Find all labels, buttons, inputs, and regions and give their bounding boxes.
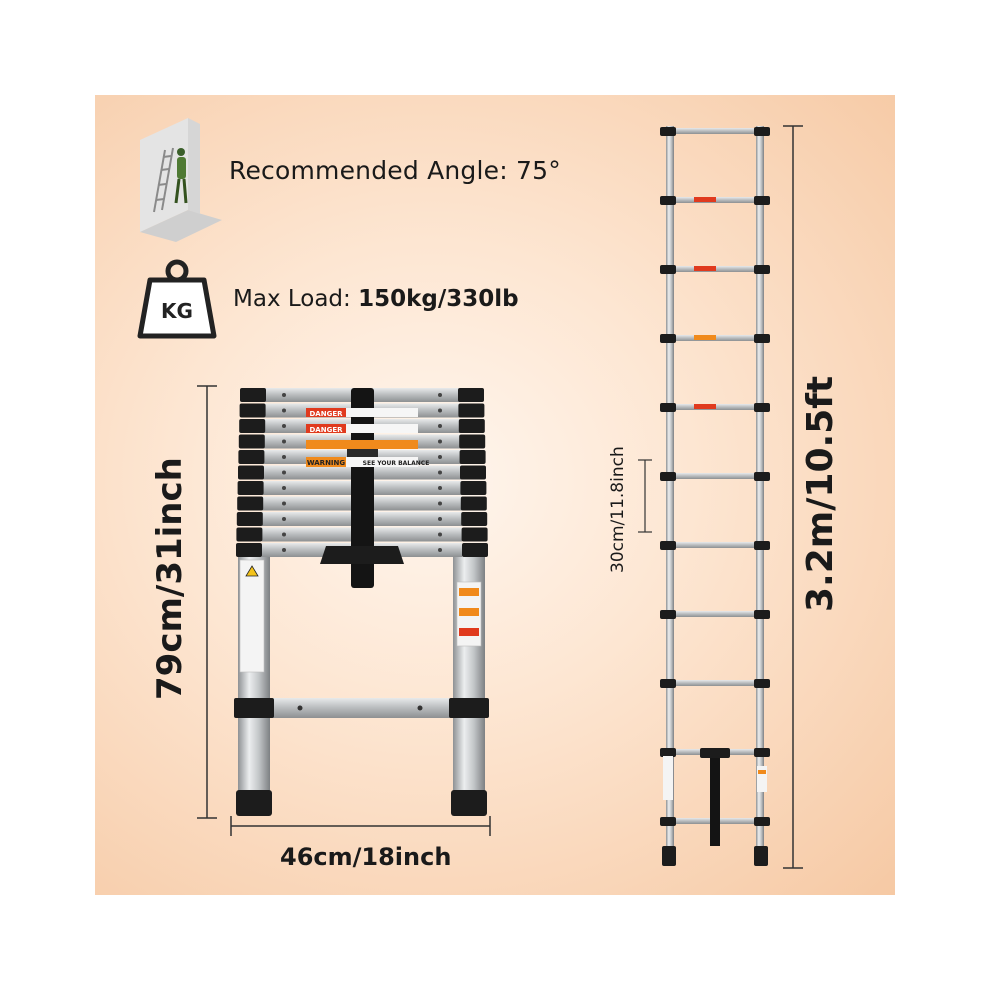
rung-end-cap xyxy=(754,679,770,688)
rung-end-cap xyxy=(458,419,485,433)
rung-end-cap xyxy=(458,403,485,418)
rivet xyxy=(438,548,442,552)
rivet xyxy=(438,408,442,413)
extended-rung xyxy=(670,473,760,479)
rung-end-cap xyxy=(660,472,676,481)
collapsed-ladder: DANGER DANGER WARNING SEE YOUR BALANCE xyxy=(234,388,489,816)
rung-end-cap xyxy=(754,196,770,205)
rung-end-cap xyxy=(236,543,262,557)
closed-height-label: 79cm/31inch xyxy=(150,457,190,700)
rung-end-cap xyxy=(754,265,770,274)
rivet xyxy=(438,501,442,506)
rivet xyxy=(282,486,286,490)
rivet xyxy=(282,408,286,413)
rung-end-cap xyxy=(238,465,264,480)
rung-end-cap xyxy=(460,465,486,480)
extended-rung xyxy=(670,680,760,686)
extended-height-label: 3.2m/10.5ft xyxy=(800,375,841,612)
rivet xyxy=(282,455,286,459)
rung-sticker xyxy=(694,335,716,340)
rung-end-cap xyxy=(660,127,676,136)
rivet xyxy=(438,439,442,444)
rivet xyxy=(282,470,286,475)
rung-end-cap xyxy=(754,748,770,757)
rung-end-cap xyxy=(660,541,676,550)
extended-rung xyxy=(670,611,760,617)
closed-width-dimension xyxy=(230,816,491,836)
rung-end-cap xyxy=(460,496,487,511)
rung-end-cap xyxy=(237,496,264,511)
closed-width-label: 46cm/18inch xyxy=(280,843,452,871)
rivet xyxy=(438,393,442,397)
rung-end-cap xyxy=(459,450,486,464)
rung-end-cap xyxy=(462,543,488,557)
rung-end-cap xyxy=(660,334,676,343)
rivet xyxy=(438,532,442,537)
extended-rung xyxy=(670,542,760,548)
rung-end-cap xyxy=(660,265,676,274)
rung-end-cap xyxy=(660,817,676,826)
rivet xyxy=(282,548,286,552)
extended-height-dimension xyxy=(783,125,803,869)
rung-end-cap xyxy=(754,334,770,343)
svg-text:KG: KG xyxy=(161,299,193,323)
weight-kg-icon: KG xyxy=(137,259,217,339)
extended-ladder xyxy=(660,126,770,866)
rivet xyxy=(282,517,286,521)
rung-end-cap xyxy=(754,610,770,619)
rung-end-cap xyxy=(660,679,676,688)
rung-end-cap xyxy=(458,388,484,402)
rung-end-cap xyxy=(660,748,676,757)
step-spacing-dimension xyxy=(638,459,652,533)
rivet xyxy=(282,439,286,444)
rung-end-cap xyxy=(460,481,487,495)
rung-end-cap xyxy=(754,541,770,550)
warning-sticker-text: WARNING xyxy=(307,459,346,467)
rung-end-cap xyxy=(754,817,770,826)
closed-height-dimension xyxy=(197,385,217,819)
rivet xyxy=(438,486,442,490)
rung-end-cap xyxy=(236,527,263,542)
rung-end-cap xyxy=(239,419,266,433)
danger-sticker-text: DANGER xyxy=(309,410,343,418)
rivet xyxy=(438,455,442,459)
rung-sticker xyxy=(694,197,716,202)
rivet xyxy=(282,501,286,506)
angle-icon xyxy=(140,118,222,242)
rung-sticker xyxy=(694,404,716,409)
rivet xyxy=(282,393,286,397)
rung-end-cap xyxy=(754,403,770,412)
rivet xyxy=(438,424,442,428)
rivet xyxy=(438,470,442,475)
rung-end-cap xyxy=(660,610,676,619)
rung-end-cap xyxy=(461,527,488,542)
recommended-angle-label: Recommended Angle: 75° xyxy=(229,156,561,185)
rung-end-cap xyxy=(660,196,676,205)
rung-end-cap xyxy=(238,434,265,449)
rung-end-cap xyxy=(459,434,486,449)
step-spacing-label: 30cm/11.8inch xyxy=(608,446,628,573)
rung-end-cap xyxy=(461,512,488,526)
rung-end-cap xyxy=(240,388,266,402)
rung-end-cap xyxy=(236,512,263,526)
rivet xyxy=(282,424,286,428)
rung-end-cap xyxy=(237,481,264,495)
rung-end-cap xyxy=(660,403,676,412)
balance-sticker-text: SEE YOUR BALANCE xyxy=(363,460,430,467)
rivet xyxy=(282,532,286,537)
rung-end-cap xyxy=(239,403,266,418)
rung-end-cap xyxy=(754,127,770,136)
danger-sticker-text-2: DANGER xyxy=(309,426,343,434)
max-load-label: Max Load: 150kg/330lb xyxy=(233,286,519,312)
rivet xyxy=(438,517,442,521)
rung-end-cap xyxy=(238,450,265,464)
extended-rung-set xyxy=(660,127,770,826)
rung-sticker xyxy=(694,266,716,271)
extended-rung xyxy=(670,128,760,134)
rung-end-cap xyxy=(754,472,770,481)
